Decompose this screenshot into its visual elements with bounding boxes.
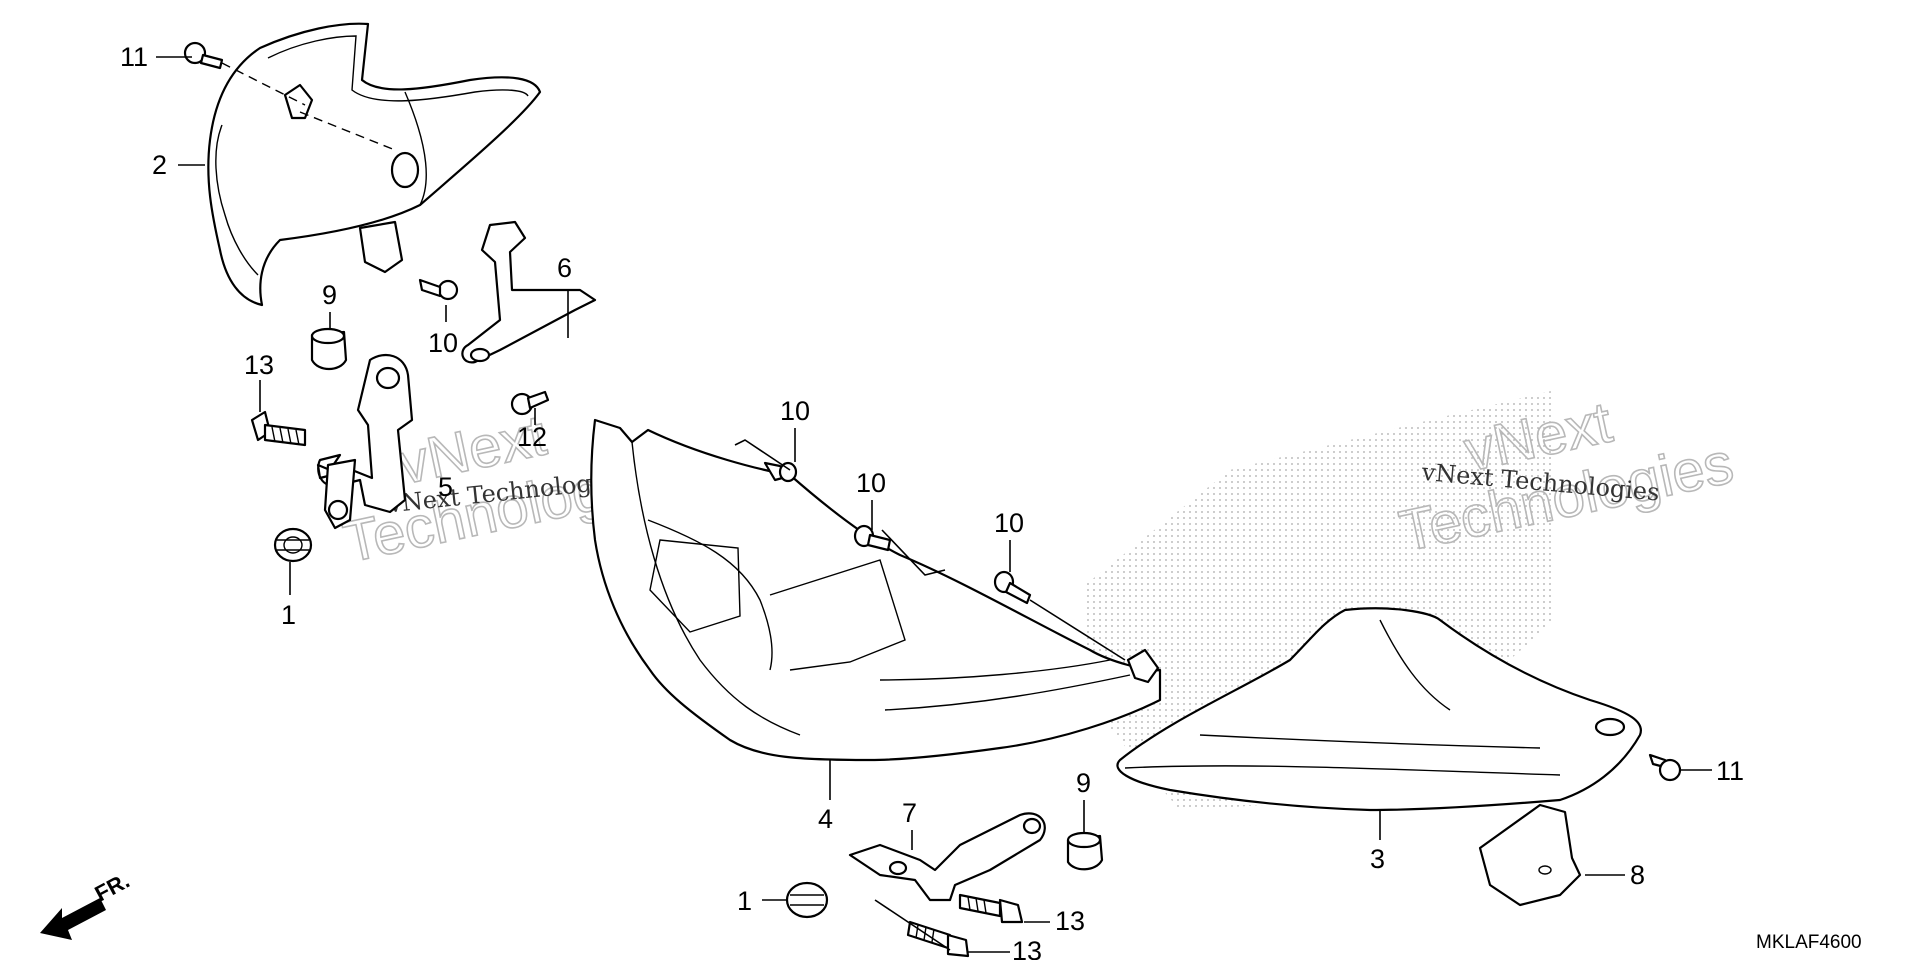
part-10-screw-upper xyxy=(418,278,459,301)
part-3-lower-cowl-right xyxy=(1116,607,1643,812)
part-13-bolt-upper xyxy=(250,410,307,447)
callout-12: 12 xyxy=(517,422,547,452)
part-2-upper-cowl xyxy=(207,22,542,307)
part-13-bolt-lower-a xyxy=(958,893,1024,924)
part-10-screw-b xyxy=(853,524,892,552)
callout-1-lower: 1 xyxy=(737,886,752,916)
leader-lines xyxy=(156,56,1712,953)
callout-11-lower: 11 xyxy=(1716,756,1744,786)
callout-9-lower: 9 xyxy=(1076,768,1091,798)
callout-13-upper: 13 xyxy=(244,350,274,380)
callout-13-lower-b: 13 xyxy=(1012,936,1042,960)
part-7-stay xyxy=(848,812,1046,902)
part-4-lower-cowl-center xyxy=(590,418,1162,762)
part-1-grommet-upper xyxy=(273,527,313,563)
diagram-code: MKLAF4600 xyxy=(1756,932,1862,953)
part-12-screw xyxy=(510,390,550,416)
part-11-screw-lower xyxy=(1648,753,1682,782)
part-11-screw-upper xyxy=(183,41,224,70)
callout-10-upper: 10 xyxy=(428,328,458,358)
callout-4: 4 xyxy=(818,804,833,834)
part-10-screw-c xyxy=(993,570,1032,605)
callout-8: 8 xyxy=(1630,860,1645,890)
part-8-bracket xyxy=(1478,803,1582,907)
callout-9-upper: 9 xyxy=(322,280,337,310)
part-1-grommet-lower xyxy=(785,881,829,919)
callout-6: 6 xyxy=(557,253,572,283)
callout-5: 5 xyxy=(438,472,453,502)
callout-10-a: 10 xyxy=(780,396,810,426)
callout-13-lower-a: 13 xyxy=(1055,906,1085,936)
callout-1-upper: 1 xyxy=(281,600,296,630)
callout-7: 7 xyxy=(902,798,917,828)
part-6-bracket xyxy=(461,220,597,364)
part-10-screw-a xyxy=(763,461,798,483)
callout-11-upper: 11 xyxy=(120,42,148,72)
callout-3: 3 xyxy=(1370,844,1385,874)
callout-2: 2 xyxy=(152,150,167,180)
part-9-rubber-upper xyxy=(310,327,348,371)
part-9-rubber-lower xyxy=(1066,831,1104,871)
front-direction-arrow-icon xyxy=(40,898,106,940)
part-5-stay xyxy=(316,353,414,530)
callout-10-b: 10 xyxy=(856,468,886,498)
callout-10-c: 10 xyxy=(994,508,1024,538)
